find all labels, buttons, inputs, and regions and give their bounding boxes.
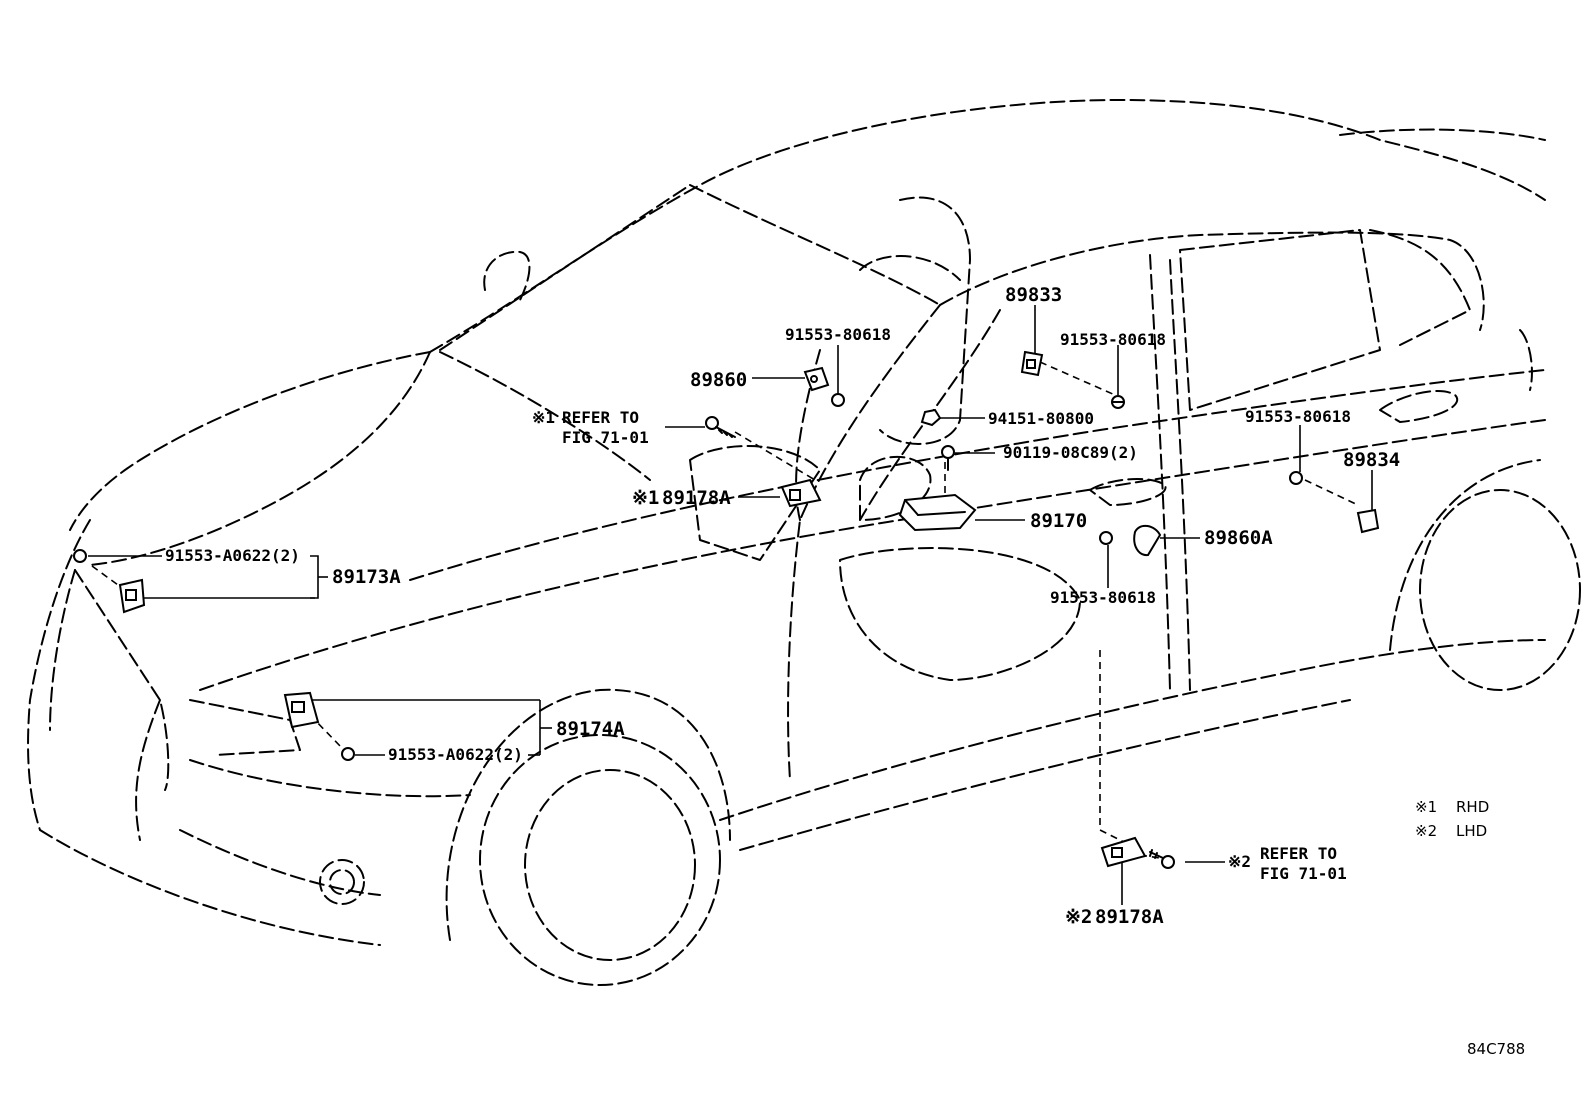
- bolt-90119-08c89-icon[interactable]: [941, 445, 955, 471]
- sensor-89178a-top-icon[interactable]: [780, 478, 822, 508]
- figure-code: 84C788: [1467, 1040, 1526, 1058]
- label-89834[interactable]: 89834: [1343, 449, 1401, 471]
- label-89178a-bottom[interactable]: 89178A: [1095, 906, 1164, 928]
- bolt-91553-80618-b-icon[interactable]: [1111, 395, 1125, 409]
- legend-lhd-text: LHD: [1456, 822, 1488, 840]
- label-90119-08c89[interactable]: 90119-08C89(2): [1003, 443, 1138, 462]
- mark-1-89178a: ※1: [632, 487, 660, 509]
- bolt-91553-80618-c-icon[interactable]: [1289, 471, 1303, 485]
- legend-lhd-mark: ※2: [1415, 822, 1438, 840]
- mark-2-89178a: ※2: [1065, 906, 1093, 928]
- label-91553-80618-a[interactable]: 91553-80618: [785, 325, 891, 344]
- label-89860a[interactable]: 89860A: [1204, 527, 1273, 549]
- refer-1-mark: ※1: [532, 408, 556, 427]
- label-89170[interactable]: 89170: [1030, 510, 1088, 532]
- bolt-91553-a0622-a-icon[interactable]: [73, 549, 87, 563]
- label-89860[interactable]: 89860: [690, 369, 748, 391]
- refer-2-mark: ※2: [1228, 852, 1252, 871]
- label-91553-80618-d[interactable]: 91553-80618: [1050, 588, 1156, 607]
- label-89174a[interactable]: 89174A: [556, 718, 625, 740]
- label-91553-a0622-a[interactable]: 91553-A0622(2): [165, 546, 300, 565]
- nut-94151-80800-icon[interactable]: [920, 408, 942, 427]
- bolt-91553-80618-d-icon[interactable]: [1099, 531, 1113, 545]
- bolt-refer-2-icon[interactable]: [1149, 849, 1175, 869]
- label-89833[interactable]: 89833: [1005, 284, 1063, 306]
- sensor-89178a-bottom-icon[interactable]: [1100, 836, 1147, 868]
- label-91553-80618-b[interactable]: 91553-80618: [1060, 330, 1166, 349]
- sensor-89173a-icon[interactable]: [118, 578, 146, 614]
- label-94151-80800[interactable]: 94151-80800: [988, 409, 1094, 428]
- sensor-89834-icon[interactable]: [1356, 508, 1380, 534]
- refer-2-line2[interactable]: FIG 71-01: [1260, 864, 1347, 883]
- legend-rhd-mark: ※1: [1415, 798, 1438, 816]
- refer-2-line1: REFER TO: [1260, 844, 1338, 863]
- sensor-89860a-icon[interactable]: [1133, 524, 1162, 557]
- legend-rhd-text: RHD: [1456, 798, 1490, 816]
- refer-1-line2[interactable]: FIG 71-01: [562, 428, 649, 447]
- sensor-89860-icon[interactable]: [803, 366, 830, 392]
- label-89173a[interactable]: 89173A: [332, 566, 401, 588]
- label-91553-80618-c[interactable]: 91553-80618: [1245, 407, 1351, 426]
- refer-1-line1: REFER TO: [562, 408, 640, 427]
- airbag-module-89170-icon[interactable]: [898, 493, 977, 532]
- sensor-89174a-icon[interactable]: [283, 691, 320, 729]
- bolt-refer-1-icon[interactable]: [705, 416, 736, 438]
- label-91553-a0622-b[interactable]: 91553-A0622(2): [388, 745, 523, 764]
- bolt-91553-80618-a-icon[interactable]: [831, 393, 845, 407]
- sensor-89833-icon[interactable]: [1020, 350, 1044, 377]
- label-89178a-top[interactable]: 89178A: [662, 487, 731, 509]
- bolt-91553-a0622-b-icon[interactable]: [341, 747, 355, 761]
